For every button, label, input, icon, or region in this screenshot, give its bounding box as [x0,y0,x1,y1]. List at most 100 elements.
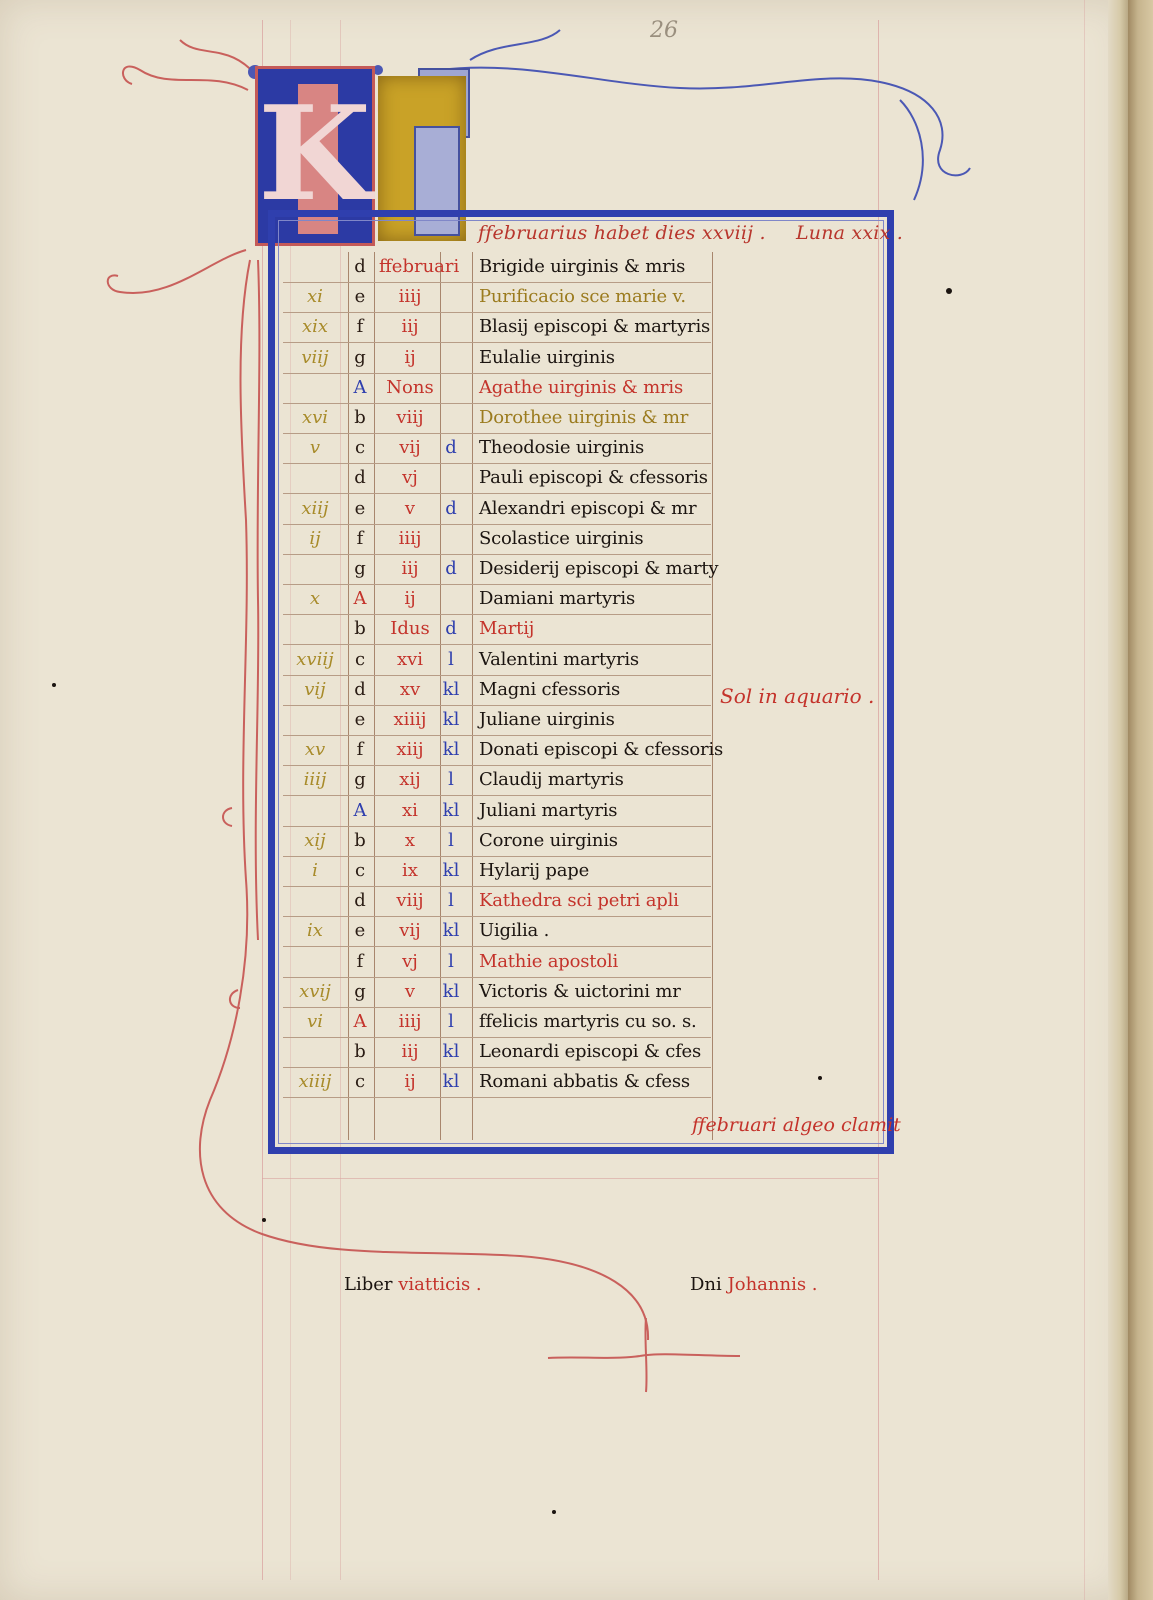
roman-day: ij [404,588,416,610]
lunar-sign: l [448,1011,454,1032]
dominical-letter: b [354,829,366,851]
lunar-sign: kl [442,920,460,942]
saint-feast: Brigide uirginis & mris [479,256,686,277]
saint-feast: Valentini martyris [479,648,639,670]
month-header: ffebruarius habet dies xxviij . Luna xxi… [478,222,903,252]
saint-feast: Blasij episcopi & martyris [479,316,711,338]
golden-number: xiij [301,497,329,519]
saint-feast: Kathedra sci petri apli [479,890,679,912]
dominical-letter: c [354,1071,366,1093]
roman-day: iij [401,1041,419,1063]
lunar-sign: d [445,497,457,519]
folio-number: 26 [650,18,678,43]
column-rule [440,252,441,1140]
saint-feast: Victoris & uictorini mr [479,980,681,1002]
golden-number: xvij [299,980,331,1002]
saint-feast: Corone uirginis [479,829,618,851]
roman-day: iiij [398,527,422,549]
saint-feast: Purificacio sce marie v. [479,286,686,308]
roman-day: xvi [396,648,424,670]
roman-day: v [404,980,416,1002]
dominical-letter: A [353,1011,367,1032]
roman-day: ffebruari [379,256,460,277]
month-heading: ffebruarius habet dies xxviij . [478,222,766,244]
dominical-letter: d [354,467,366,489]
calendar-inner-frame [278,220,884,1144]
saint-feast: Uigilia . [479,920,550,942]
lunar-sign: l [448,950,454,972]
saint-feast: Mathie apostoli [479,950,619,972]
saint-feast: Eulalie uirginis [479,346,615,368]
dominical-letter: c [354,648,366,670]
golden-number: viij [301,346,329,368]
dominical-letter: A [353,376,367,398]
dominical-letter: A [353,799,367,821]
roman-day: v [404,497,416,519]
luna-note: Luna xxix . [795,222,903,244]
zodiac-note: Sol in aquario . [720,684,875,708]
saint-feast: Juliani martyris [479,799,618,821]
initial-l-panel [414,126,460,236]
owner-inscription-right: Dni Johannis . [690,1274,818,1295]
golden-number: xv [304,739,326,761]
golden-number: xix [301,316,329,338]
roman-day: xiij [396,739,424,761]
dominical-letter: e [354,920,366,942]
golden-number: x [309,588,321,610]
column-rule [472,252,473,1140]
ink-speck [946,288,952,294]
lunar-sign: kl [442,739,460,761]
dominical-letter: f [356,316,364,338]
roman-day: x [404,829,416,851]
golden-number: vi [307,1011,323,1032]
ink-speck [262,1218,266,1222]
roman-day: vj [402,950,418,972]
golden-number: ij [309,527,321,549]
lunar-sign: d [445,558,457,579]
saint-feast: Theodosie uirginis [479,437,645,459]
saint-feast: Desiderij episcopi & marty [479,558,719,579]
golden-number: ix [307,920,323,942]
dominical-letter: e [354,709,366,730]
dominical-letter: b [354,618,366,640]
initial-letters: KL [258,77,463,230]
roman-day: ij [404,1071,416,1093]
dominical-letter: f [356,739,364,761]
lunar-sign: kl [442,678,460,700]
dominical-letter: e [354,286,366,308]
lunar-sign: l [448,769,454,791]
roman-day: xij [399,769,421,791]
lunar-sign: kl [442,799,460,821]
dominical-letter: g [354,346,366,368]
saint-feast: Agathe uirginis & mris [479,376,684,398]
golden-number: xi [307,286,323,308]
roman-day: iij [401,316,419,338]
golden-number: xiiij [298,1071,332,1093]
roman-day: vij [399,920,421,942]
lunar-sign: kl [442,980,460,1002]
column-rule [374,252,375,1140]
roman-day: iiij [398,1011,422,1032]
roman-day: Nons [386,376,434,398]
dominical-letter: g [354,558,366,579]
golden-number: xvi [301,407,329,428]
golden-number: v [309,437,321,459]
golden-number: vij [304,678,326,700]
golden-number: iiij [303,769,327,791]
lunar-sign: d [445,437,457,459]
ink-speck [552,1510,556,1514]
